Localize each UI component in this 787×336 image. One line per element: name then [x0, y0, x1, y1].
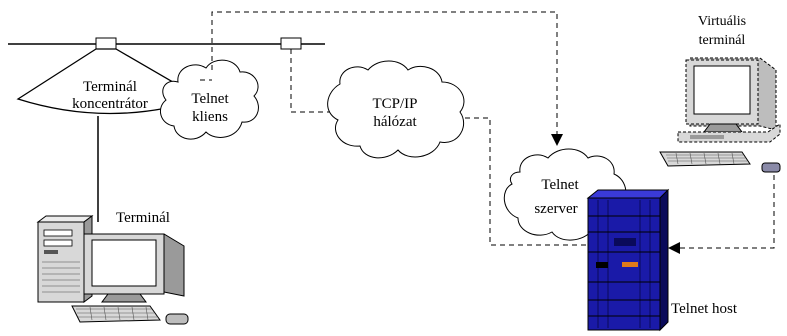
virtual-terminal-label-line1: Virtuális	[698, 14, 746, 29]
server-arrowhead	[551, 134, 563, 146]
tcpip-to-host-dashed-link	[465, 117, 595, 246]
terminal-concentrator-label-line2: koncentrátor	[72, 96, 148, 112]
telnet-server-label-line2: szerver	[534, 201, 577, 217]
client-bus-tap	[280, 37, 302, 50]
virtual-terminal-label-line2: terminál	[699, 33, 746, 48]
telnet-client-label-line2: kliens	[192, 109, 228, 125]
host-arrowhead	[668, 242, 680, 254]
telnet-client-label-line1: Telnet	[191, 91, 229, 107]
virtual-terminal-computer	[659, 57, 781, 173]
client-to-tcpip-dashed-link	[290, 49, 330, 113]
telnet-client-cloud: Telnet kliens	[159, 59, 259, 140]
terminal-computer	[36, 215, 189, 325]
terminal-concentrator: Terminál koncentrátor	[16, 48, 204, 115]
virtual-terminal-to-host-dashed-link	[680, 175, 775, 249]
concentrator-bus-tap	[95, 37, 117, 50]
tcpip-label-line1: TCP/IP	[372, 96, 417, 112]
telnet-host-server	[586, 188, 670, 332]
telnet-server-label-line1: Telnet	[541, 177, 579, 193]
concentrator-to-server-dashed-link	[211, 11, 558, 138]
telnet-host-label: Telnet host	[671, 301, 738, 317]
tcpip-label-line2: hálózat	[373, 114, 417, 130]
tcpip-network-cloud: TCP/IP hálózat	[327, 60, 465, 159]
terminal-concentrator-label-line1: Terminál	[83, 79, 137, 95]
dashed-connections	[200, 11, 775, 249]
terminal-label: Terminál	[116, 210, 170, 226]
